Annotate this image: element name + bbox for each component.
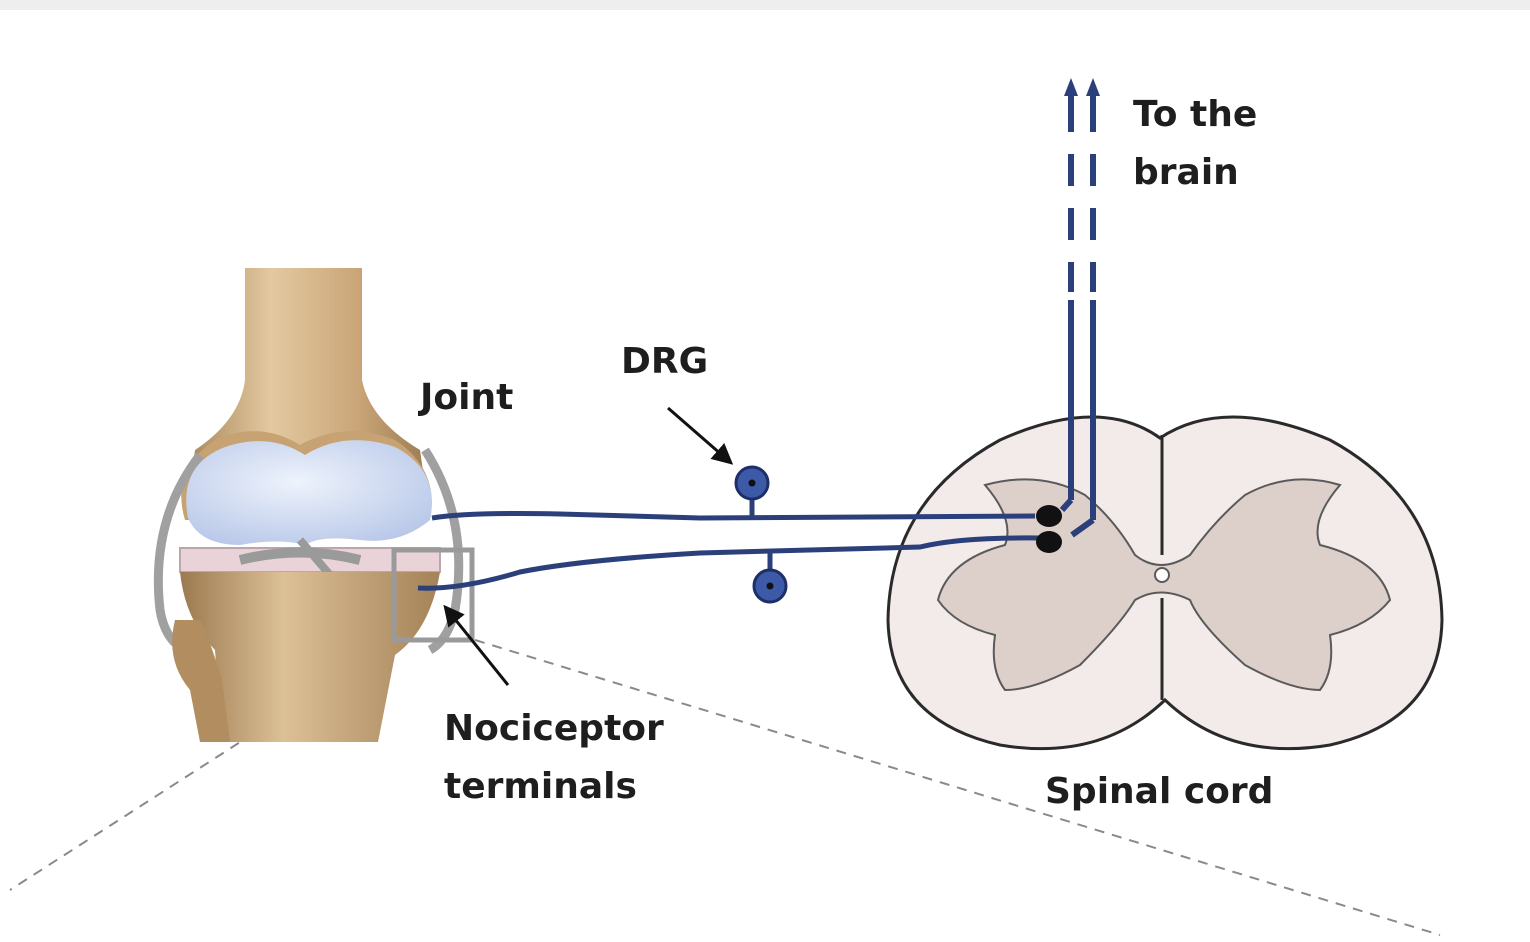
nociceptor-line2: terminals bbox=[444, 758, 664, 816]
knee-joint bbox=[158, 268, 458, 742]
to-the-brain-label: To the brain bbox=[1133, 86, 1257, 202]
synapse-dot bbox=[1036, 531, 1062, 553]
upper-nerve-fiber bbox=[432, 514, 1035, 519]
to-the-brain-line1: To the bbox=[1133, 86, 1257, 144]
synapse-dot bbox=[1036, 505, 1062, 527]
top-band bbox=[0, 0, 1530, 10]
drg-label: DRG bbox=[621, 340, 708, 383]
nociceptor-terminals-label: Nociceptor terminals bbox=[444, 700, 664, 816]
articular-cartilage bbox=[186, 440, 432, 545]
drg-ganglia bbox=[736, 467, 786, 602]
up-arrow-icon bbox=[1064, 78, 1078, 96]
spinal-cord-label: Spinal cord bbox=[1045, 770, 1273, 813]
up-arrow-icon bbox=[1086, 78, 1100, 96]
nociceptor-line1: Nociceptor bbox=[444, 700, 664, 758]
drg-pointer-arrow bbox=[668, 408, 730, 462]
joint-label: Joint bbox=[420, 376, 513, 419]
to-the-brain-line2: brain bbox=[1133, 144, 1257, 202]
central-canal bbox=[1155, 568, 1169, 582]
spinal-cord bbox=[888, 417, 1442, 749]
